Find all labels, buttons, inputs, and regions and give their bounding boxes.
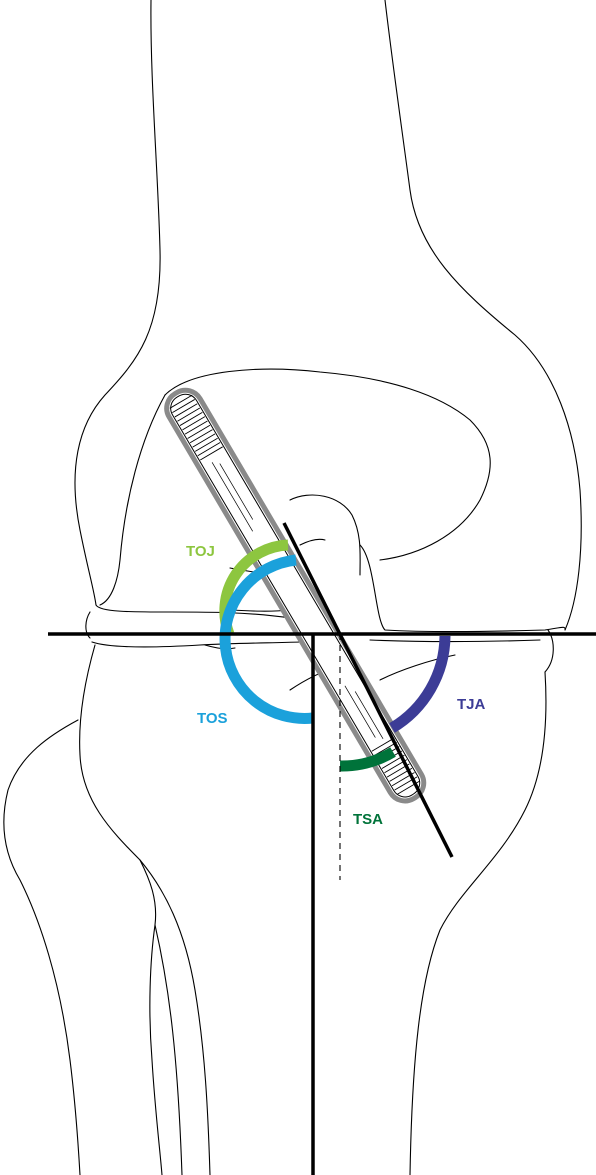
tsa-label: TSA bbox=[353, 811, 383, 828]
femur-medial-condyle bbox=[95, 604, 291, 619]
plateau-detail-line bbox=[204, 644, 236, 650]
screw-axis-line bbox=[282, 522, 454, 858]
screw-implant bbox=[164, 387, 427, 804]
tibial-notch-detail bbox=[299, 538, 326, 546]
fibula-head bbox=[3, 719, 81, 1175]
tibia-outline-right bbox=[409, 671, 547, 1175]
patella-outline-left bbox=[99, 394, 166, 606]
femur-outline-right bbox=[384, 0, 582, 631]
joint-space-upper bbox=[85, 611, 91, 639]
tibia-outline-left bbox=[79, 644, 211, 1175]
screw-casing bbox=[164, 387, 427, 804]
tja-arc bbox=[389, 635, 451, 733]
femur-intercondylar-notch bbox=[289, 494, 361, 576]
tibial-plateau bbox=[91, 641, 301, 648]
tsa-arc bbox=[339, 747, 396, 772]
fibula-shaft-edge bbox=[154, 924, 183, 1175]
patella-outline bbox=[164, 368, 491, 561]
femur-lateral-condyle bbox=[359, 544, 566, 633]
joint-space-right bbox=[544, 629, 554, 673]
toj-label: TOJ bbox=[186, 543, 215, 560]
tos-arc bbox=[219, 554, 314, 724]
femur-outline-left bbox=[74, 0, 161, 606]
tos-label: TOS bbox=[197, 710, 228, 727]
tibial-plateau-right bbox=[369, 639, 541, 643]
screw-threads-top bbox=[169, 394, 223, 461]
tja-label: TJA bbox=[457, 696, 486, 713]
screw-casing-inner bbox=[170, 393, 421, 798]
fibula-inner-edge bbox=[139, 859, 163, 1175]
